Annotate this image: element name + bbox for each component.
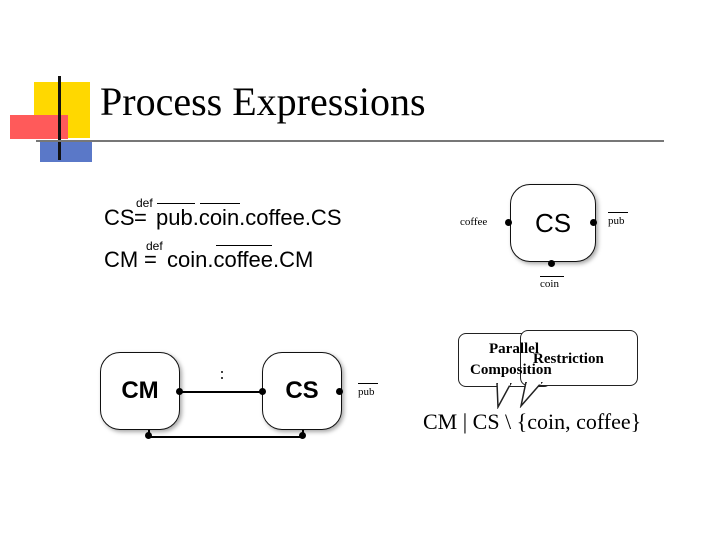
stray-mark: [221, 371, 223, 373]
cs-system-node: CS: [262, 352, 342, 430]
cs-pub-port-dot: [590, 219, 597, 226]
equation-cs-equals: =: [134, 205, 147, 230]
title-underline: [36, 140, 664, 142]
restriction-callout: [520, 330, 638, 386]
cs-bottom-wire-right: [302, 425, 304, 437]
cm-bottom-wire-left: [148, 425, 150, 437]
cs-bottom-port-dot: [299, 432, 306, 439]
restriction-label: Restriction: [533, 351, 604, 367]
equation-cs-pub-overbar: [157, 203, 195, 204]
cs-system-pub-port-dot: [336, 388, 343, 395]
cm-cs-bottom-wire: [148, 436, 303, 438]
cs-pub-port-label: pub: [608, 215, 625, 227]
parallel-label: Parallel: [489, 341, 539, 357]
cs-system-node-label: CS: [285, 377, 319, 404]
equation-cs-lhs: CS: [104, 205, 135, 230]
cs-process-node: CS: [510, 184, 596, 262]
equation-cm-lhs: CM: [104, 247, 139, 272]
restriction-callout-pointer: [519, 382, 543, 408]
cm-right-port-dot: [176, 388, 183, 395]
cs-coin-port-dot: [548, 260, 555, 267]
equation-cm-coffee-overbar: [216, 245, 272, 246]
cs-left-port-dot: [259, 388, 266, 395]
stray-mark-2: [221, 377, 223, 379]
equation-cm-rhs: coin.coffee.CM: [167, 247, 314, 272]
cs-coin-port-label: coin: [540, 278, 559, 290]
composition-label: Composition: [470, 362, 552, 378]
system-pub-overbar: [358, 383, 378, 384]
cs-coin-overbar: [540, 276, 564, 277]
cs-coffee-port-label: coffee: [460, 216, 488, 228]
title-decoration-vertical-line: [58, 76, 61, 160]
cs-node-label: CS: [534, 207, 572, 238]
process-expression-formula: CM | CS \ {coin, coffee}: [423, 409, 642, 434]
title-decoration-blue-bar: [40, 140, 92, 162]
equation-cs-def: def: [136, 196, 153, 210]
cm-node-label: CM: [121, 377, 159, 404]
equation-cs-rhs: pub.coin.coffee.CS: [156, 205, 342, 230]
equation-cs-coin-overbar: [200, 203, 240, 204]
parallel-callout-pointer: [496, 383, 512, 409]
equation-cm-def: def: [146, 239, 163, 253]
system-pub-port-label: pub: [358, 386, 375, 398]
cs-coffee-port-dot: [505, 219, 512, 226]
cm-bottom-port-dot: [145, 432, 152, 439]
equation-cm-equals: =: [144, 247, 157, 272]
slide-title: Process Expressions: [100, 79, 426, 124]
cs-pub-overbar: [608, 212, 628, 213]
cm-cs-middle-wire: [180, 391, 264, 393]
cm-process-node: CM: [100, 352, 180, 430]
